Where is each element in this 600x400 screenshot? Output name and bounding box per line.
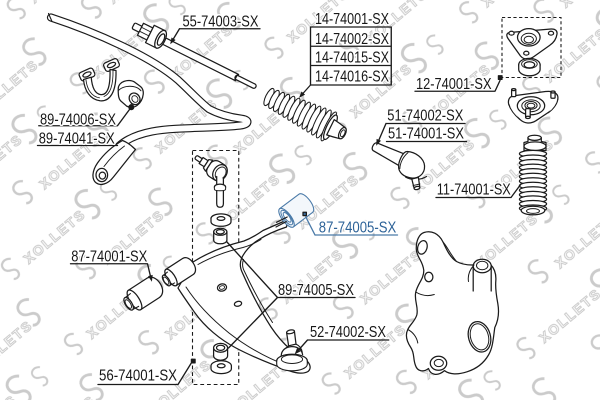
svg-text:52-74002-SX: 52-74002-SX (310, 324, 387, 341)
svg-text:14-74015-SX: 14-74015-SX (315, 50, 390, 67)
svg-text:56-74001-SX: 56-74001-SX (99, 368, 178, 385)
svg-text:51-74001-SX: 51-74001-SX (388, 126, 465, 143)
svg-text:14-74001-SX: 14-74001-SX (315, 11, 390, 28)
svg-text:14-74016-SX: 14-74016-SX (315, 68, 390, 85)
svg-text:12-74001-SX: 12-74001-SX (416, 76, 492, 93)
svg-text:51-74002-SX: 51-74002-SX (387, 107, 464, 124)
svg-text:14-74002-SX: 14-74002-SX (315, 31, 390, 48)
svg-text:87-74001-SX: 87-74001-SX (71, 249, 148, 266)
svg-text:89-74005-SX: 89-74005-SX (278, 282, 355, 299)
svg-text:89-74041-SX: 89-74041-SX (39, 130, 116, 147)
svg-text:89-74006-SX: 89-74006-SX (40, 111, 117, 128)
svg-text:55-74003-SX: 55-74003-SX (183, 14, 260, 31)
svg-text:87-74005-SX: 87-74005-SX (319, 219, 397, 236)
svg-text:11-74001-SX: 11-74001-SX (437, 181, 512, 198)
